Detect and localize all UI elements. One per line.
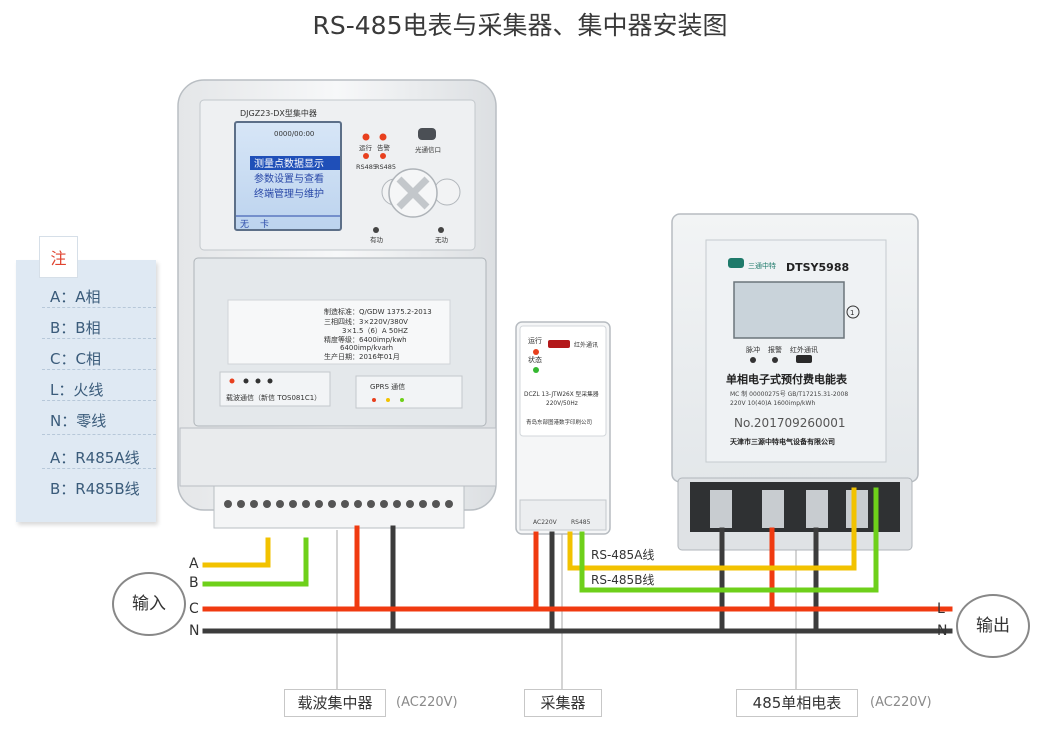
legend-item: B：R485B线 — [50, 480, 140, 498]
lcd-menu-item: 参数设置与查看 — [254, 172, 324, 185]
meter-maker: 天津市三源中特电气设备有限公司 — [730, 437, 835, 446]
collector-ir-label: 红外通讯 — [574, 341, 598, 349]
meter-indicator-label: 脉冲 — [746, 345, 760, 354]
rs485-led — [380, 153, 386, 159]
concentrator-device: DJGZ23-DX型集中器 0000/00:00 测量点数据显示 参数设置与查看… — [177, 79, 497, 529]
reactive-power-label: 无功 — [435, 236, 449, 244]
wire-label-n: N — [189, 623, 200, 639]
collector-status-label: 运行 — [528, 336, 542, 345]
lcd-softkey-left: 无 — [240, 219, 249, 230]
legend-panel: A：A相 B：B相 C：C相 L：火线 N：零线 A：R485A线 B：R485… — [16, 260, 156, 522]
lcd-menu-item: 终端管理与维护 — [254, 187, 324, 200]
lcd-softkey-right: 卡 — [260, 218, 269, 230]
concentrator-lcd-screen — [234, 121, 342, 231]
spec-line: 3×1.5（6）A 50HZ — [342, 327, 408, 335]
meter-spec-line: 220V 10(40)A 1600imp/kWh — [730, 400, 815, 407]
legend-item: L：火线 — [50, 381, 104, 399]
concentrator-label: 载波集中器 — [284, 689, 386, 717]
svg-text:1: 1 — [850, 309, 854, 317]
legend-divider — [42, 400, 156, 401]
lcd-time: 0000/00:00 — [274, 130, 314, 138]
meter-device: 三通中特 DTSY5988 1 脉冲 报警 红外通讯 单相电子式预付费电能表 M… — [671, 213, 919, 551]
spec-line: 生产日期：2016年01月 — [324, 352, 400, 361]
collector-port-label: RS485 — [571, 519, 591, 526]
nameplate — [227, 299, 451, 365]
output-label: 输出 — [956, 594, 1030, 658]
concentrator-voltage: (AC220V) — [396, 695, 458, 710]
lcd-menu-highlight — [250, 156, 340, 170]
legend-divider — [42, 307, 156, 308]
spec-line: 三相四线：3×220V/380V — [324, 317, 408, 326]
legend-item: A：R485A线 — [50, 449, 140, 467]
concentrator-model: DJGZ23-DX型集中器 — [240, 108, 317, 118]
legend-item: A：A相 — [50, 288, 101, 306]
carrier-module — [219, 371, 331, 407]
run-led — [362, 133, 370, 141]
meter-voltage: (AC220V) — [870, 695, 932, 710]
optical-port-label: 光通信口 — [415, 145, 441, 154]
collector-maker: 青岛东部图港数字印刷公司 — [526, 418, 592, 426]
legend-item: C：C相 — [50, 350, 101, 368]
collector-device: 运行 状态 红外通讯 DCZL 13-JTW26X 型采集器 220V/50Hz… — [515, 321, 611, 535]
wire-label-l: L — [937, 601, 945, 617]
wire-label-a: A — [189, 556, 199, 572]
legend-divider — [42, 468, 156, 469]
optical-port-icon — [418, 128, 436, 140]
collector-state-led — [533, 367, 539, 373]
legend-divider — [42, 434, 156, 435]
input-label: 输入 — [112, 572, 186, 636]
legend-heading: 注 — [39, 236, 78, 278]
indicator-label: RS485 — [356, 163, 377, 171]
spec-line: 制造标准：Q/GDW 1375.2-2013 — [324, 307, 432, 316]
collector-label: 采集器 — [524, 689, 602, 717]
active-power-label: 有功 — [370, 235, 384, 244]
indicator-label: 运行 — [359, 143, 373, 152]
rs485b-label: RS-485B线 — [591, 573, 655, 587]
rs485a-label: RS-485A线 — [591, 548, 655, 562]
meter-serial: No.201709260001 — [734, 416, 846, 430]
terminal-screws — [224, 500, 453, 508]
legend-item: B：B相 — [50, 319, 101, 337]
page-title: RS-485电表与采集器、集中器安装图 — [312, 11, 728, 40]
indicator-label: 告警 — [377, 143, 391, 152]
legend-divider — [42, 369, 156, 370]
meter-name: 单相电子式预付费电能表 — [726, 372, 848, 386]
meter-lcd-screen — [733, 281, 845, 339]
meter-indicator-label: 报警 — [768, 345, 782, 354]
legend-item: N：零线 — [50, 412, 107, 430]
wire-label-c: C — [189, 601, 199, 617]
indicator-label: RS485 — [375, 163, 396, 171]
meter-indicator-label: 红外通讯 — [790, 345, 818, 354]
a-phase-wire — [202, 537, 271, 568]
meter-model: DTSY5988 — [786, 261, 849, 274]
collector-model: DCZL 13-JTW26X 型采集器 — [524, 390, 599, 398]
spec-line: 精度等级：6400imp/kwh — [324, 335, 407, 344]
meter-spec-line: MC 制 00000275号 GB/T17215.31-2008 — [730, 390, 848, 398]
legend-divider — [42, 338, 156, 339]
spec-line: 6400imp/kvarh — [340, 344, 393, 352]
meter-brand: 三通中特 — [748, 261, 776, 270]
lcd-menu-item: 测量点数据显示 — [254, 157, 324, 170]
rs485a-wire — [567, 487, 857, 571]
wiring — [202, 487, 953, 634]
meter-label: 485单相电表 — [736, 689, 858, 717]
collector-status-label: 状态 — [528, 355, 542, 364]
b-phase-wire — [202, 537, 309, 587]
carrier-module-label: 载波通信（新信 TOS081C1） — [226, 393, 321, 402]
gprs-module-label: GPRS 通信 — [370, 382, 405, 391]
meter-brand-logo — [728, 258, 744, 268]
gprs-module — [355, 375, 463, 409]
rs485-led — [363, 153, 369, 159]
collector-port-label: AC220V — [533, 519, 558, 526]
wire-label-b: B — [189, 575, 199, 591]
wire-label-n-out: N — [937, 623, 948, 639]
alarm-led — [379, 133, 387, 141]
rs485b-wire — [579, 487, 879, 593]
collector-rating: 220V/50Hz — [546, 401, 578, 407]
collector-ir-window — [548, 340, 570, 348]
collector-run-led — [533, 349, 539, 355]
